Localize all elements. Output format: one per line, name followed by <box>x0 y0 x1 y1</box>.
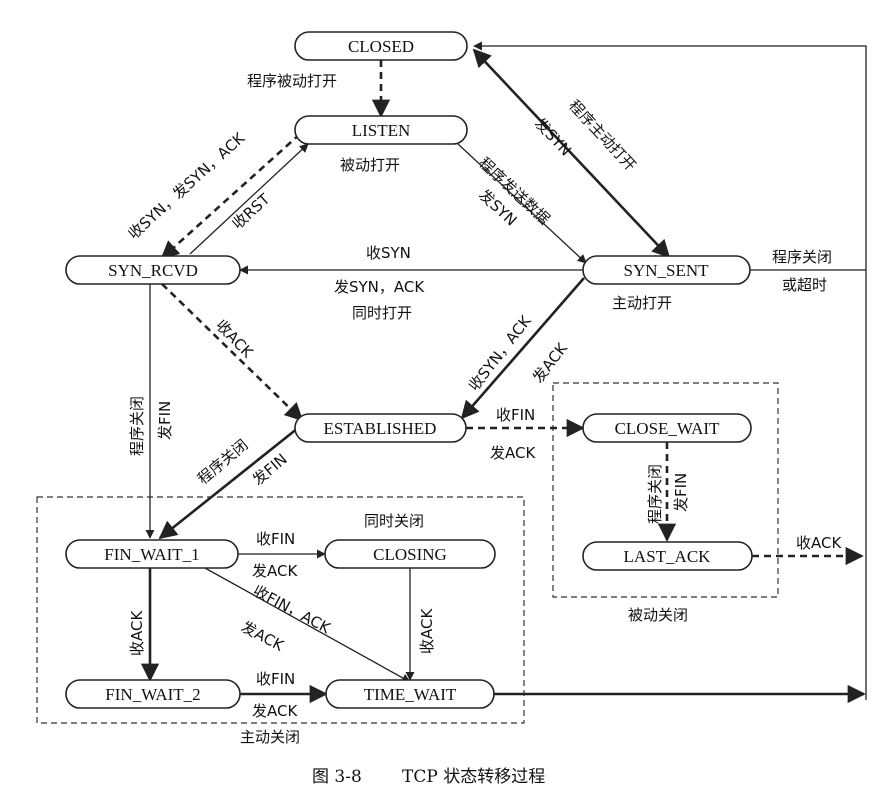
label-passive-close: 被动关闭 <box>628 606 688 624</box>
svg-text:SYN_SENT: SYN_SENT <box>623 261 709 280</box>
edge-established-finwait1 <box>158 426 299 540</box>
label-simultaneous-open: 同时打开 <box>352 304 412 322</box>
svg-text:CLOSED: CLOSED <box>348 37 414 56</box>
label-app-active-open: 程序主动打开 <box>565 96 640 174</box>
label-app-close-left: 程序关闭 <box>128 396 146 456</box>
label-send-syn-2: 发SYN <box>531 114 575 159</box>
state-listen: LISTEN <box>294 115 468 145</box>
edge-synrcvd-listen <box>189 143 309 255</box>
label-send-ack-est: 发ACK <box>490 444 536 462</box>
label-send-syn-ack: 发SYN，ACK <box>334 278 425 296</box>
label-recv-fin-est: 收FIN <box>496 406 535 424</box>
state-last-ack: LAST_ACK <box>582 541 753 571</box>
label-recv-fin-fw1: 收FIN <box>256 530 295 548</box>
svg-text:CLOSE_WAIT: CLOSE_WAIT <box>615 419 720 438</box>
label-recv-fin-fw2: 收FIN <box>256 670 295 688</box>
svg-text:LAST_ACK: LAST_ACK <box>624 547 712 566</box>
label-recv-syn-ack: 收SYN，ACK <box>465 311 535 394</box>
label-recv-syn: 收SYN <box>366 244 411 262</box>
svg-text:FIN_WAIT_1: FIN_WAIT_1 <box>104 545 199 564</box>
svg-text:LISTEN: LISTEN <box>352 121 411 140</box>
state-close-wait: CLOSE_WAIT <box>582 413 752 443</box>
state-fin-wait-2: FIN_WAIT_2 <box>65 679 241 709</box>
state-syn-sent: SYN_SENT <box>582 255 751 285</box>
label-recv-ack-fw1: 收ACK <box>128 610 146 656</box>
label-recv-ack-last: 收ACK <box>796 534 842 552</box>
label-passive-open: 被动打开 <box>340 156 400 174</box>
label-recv-ack-closing: 收ACK <box>418 608 436 654</box>
state-time-wait: TIME_WAIT <box>325 679 495 709</box>
label-send-ack-fw1: 发ACK <box>252 562 298 580</box>
state-fin-wait-1: FIN_WAIT_1 <box>65 539 239 569</box>
label-recv-syn-send-syn-ack: 收SYN，发SYN，ACK <box>125 128 249 243</box>
label-app-close: 程序关闭 <box>772 248 832 266</box>
edge-return-to-closed <box>473 41 867 700</box>
label-send-fin-left: 发FIN <box>156 401 174 440</box>
label-simultaneous-close: 同时关闭 <box>364 512 424 530</box>
label-active-open: 主动打开 <box>612 294 672 312</box>
edge-finwait1-timewait <box>204 567 411 683</box>
label-passive-open-app: 程序被动打开 <box>247 72 337 90</box>
svg-text:CLOSING: CLOSING <box>373 545 447 564</box>
label-app-close-mid: 程序关闭 <box>194 436 252 488</box>
svg-text:SYN_RCVD: SYN_RCVD <box>108 261 198 280</box>
simultaneous-close-group-box <box>36 496 525 724</box>
label-or-timeout: 或超时 <box>782 276 827 294</box>
edge-synsent-established <box>460 277 585 420</box>
state-closed: CLOSED <box>294 31 468 61</box>
label-app-close-cw: 程序关闭 <box>646 464 664 524</box>
state-closing: CLOSING <box>324 539 496 569</box>
state-syn-rcvd: SYN_RCVD <box>65 255 241 285</box>
label-send-ack-fw2: 发ACK <box>252 702 298 720</box>
svg-text:ESTABLISHED: ESTABLISHED <box>324 419 437 438</box>
figure-number: 图 3-8 <box>312 767 362 787</box>
label-send-ack: 发ACK <box>529 339 572 387</box>
svg-text:FIN_WAIT_2: FIN_WAIT_2 <box>105 685 200 704</box>
figure-title: TCP 状态转移过程 <box>402 767 545 787</box>
label-send-fin-cw: 发FIN <box>672 473 690 512</box>
label-send-fin-mid: 发FIN <box>249 450 291 489</box>
label-send-ack-diag: 发ACK <box>238 618 287 656</box>
passive-close-group-box <box>552 382 779 598</box>
edge-listen-synrcvd <box>160 133 301 260</box>
edge-synrcvd-established <box>161 283 304 422</box>
state-established: ESTABLISHED <box>294 413 467 443</box>
edge-closed-synsent <box>472 48 671 259</box>
label-active-close: 主动关闭 <box>240 728 300 746</box>
svg-text:TIME_WAIT: TIME_WAIT <box>364 685 457 704</box>
